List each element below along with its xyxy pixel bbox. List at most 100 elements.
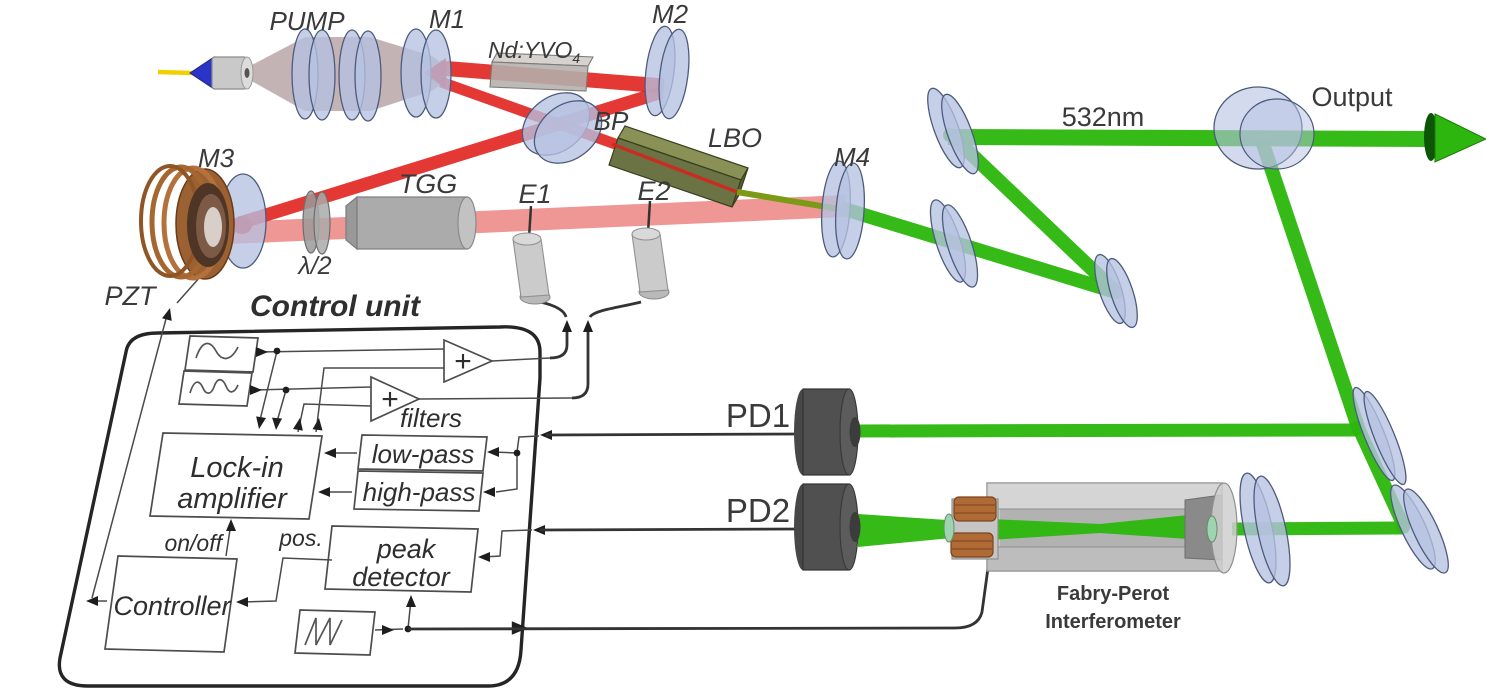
mirror-disc [1106,257,1138,329]
fp-label-2: Interferometer [1045,611,1181,633]
collimator-aperture [244,68,250,78]
pickoff-beamsplitter [1352,386,1407,486]
half-wave-label: λ/2 [296,252,331,280]
tgg-rotator [345,195,477,251]
mirror-disc [1403,488,1449,574]
ir-beam-in-lbo [611,142,738,194]
sweep-generator-box [294,609,376,656]
arrow-icon [236,597,248,607]
lbo-label: LBO [708,123,762,153]
mirror-m4 [820,160,866,260]
sine-icon-2 [189,378,239,394]
control-unit-title: Control unit [250,290,422,323]
bp-label: BP [594,106,629,136]
output-label: Output [1311,82,1393,112]
on-off-label: on/off [164,530,224,556]
gain-crystal [489,52,594,92]
mirror-m3-pzt [139,164,267,281]
wire-pzt-lead [176,276,201,304]
wire-controller-pzt [91,314,168,599]
m3-label: M3 [198,143,235,173]
wire-sweep-fp-pzt [407,567,990,631]
wire-e2-drive [588,300,642,318]
m2-label: M2 [652,0,689,29]
fp-mode-match-lens [1239,472,1291,587]
sine-icon-1 [195,342,239,360]
filters-label: filters [400,403,462,433]
mirror-m1 [400,28,452,119]
crystal-label-sub: 4 [572,50,580,66]
m4-label: M4 [834,142,870,172]
plus-icon-1: + [454,345,472,378]
arrow-icon [271,417,283,431]
arrow-icon [312,417,324,431]
output-arrow-head [1434,113,1486,163]
plate-disc [533,100,603,164]
fp-aperture [943,513,955,543]
wire-lockin-amp1 [315,367,444,433]
controller-box [104,555,238,653]
arrow-icon [382,625,394,635]
output-coupler [1213,86,1315,170]
pump-lens-pair-2 [338,29,382,122]
peak-detector-box [324,525,479,593]
arrow-icon [318,487,330,497]
pd-aperture [849,417,861,447]
fold-mirror-1 [1094,253,1138,329]
relay-lens [929,199,979,288]
wire-gen1-amp1 [257,348,445,353]
fabry-perot-interferometer [943,482,1238,574]
green-beam-pickoff [1255,138,1365,430]
arrow-icon [292,417,305,431]
arrow-icon [487,447,499,457]
control-unit: Control unit + + Lock-in amplifier filte… [57,276,593,688]
mirror-disc [658,28,690,120]
lens-disc [354,30,382,122]
wire-gen2-amp2 [251,386,372,391]
lock-in-label-2: amplifier [177,483,288,515]
wire-gen1-lockin [258,350,278,425]
photodiode-pd2 [794,483,861,571]
arrow-icon [406,595,416,607]
sine-generator-2 [178,370,253,407]
low-pass-box [357,434,488,472]
tgg-body [356,196,468,250]
arrow-icon [324,448,336,458]
wire-lockin-amp2 [297,403,372,433]
pump-lens-pair-1 [291,28,336,121]
etalon-top [512,232,542,246]
wire-pd1-signal [545,432,801,437]
fp-internal-beam [990,512,1218,541]
peak-label-1: peak [376,534,437,564]
wire-amp1-e1 [549,330,569,360]
arrow-icon [483,487,495,497]
green-beam-532nm [947,129,1429,147]
green-beam-m4-fold1 [838,201,1119,299]
fp-tube-bottom [986,546,1223,572]
lock-in-amplifier-box [149,432,323,520]
etalon-top [631,227,661,241]
etalon-body [512,238,550,298]
wire-pd2-signal [539,527,803,532]
mirror-disc [420,29,452,119]
controller-label: Controller [113,591,231,621]
arrow-icon [250,385,262,395]
crystal-front [489,61,589,92]
mirror-disc [941,93,979,175]
high-pass-label: high-pass [363,477,476,507]
tgg-end-face [345,195,358,251]
e1-label: E1 [518,179,551,209]
control-unit-outline [57,325,542,688]
pump-fiber [157,69,193,76]
control-unit-wiring [91,276,590,633]
arrow-icon [478,552,490,562]
lens-disc [941,204,979,288]
half-wave-plate [302,190,331,255]
fp-tube-top [986,482,1223,510]
junction-dot [273,347,281,355]
output-arrow [1424,113,1486,163]
junction-dot [513,449,521,457]
wire-amp2-out [418,397,573,400]
green-beam-pd1 [857,423,1359,438]
